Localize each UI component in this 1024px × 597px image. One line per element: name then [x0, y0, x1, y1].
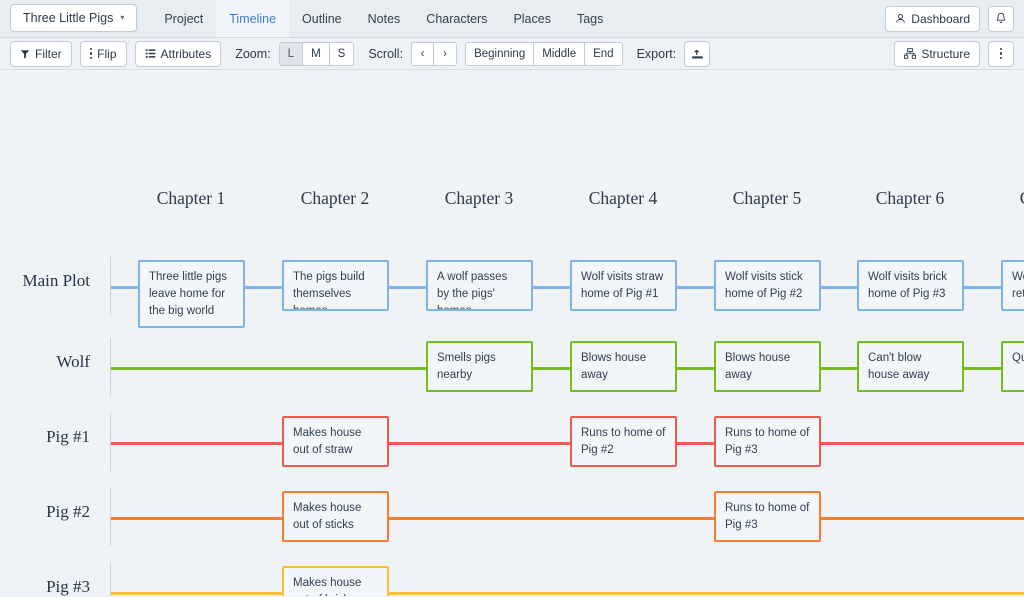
structure-icon: [904, 48, 917, 59]
top-navigation-bar: Three Little Pigs ▾ Project Timeline Outli…: [0, 0, 1024, 38]
export-icon: [691, 49, 703, 59]
export-label: Export:: [636, 46, 677, 61]
column-header-chapter-7[interactable]: Chapter 7: [974, 188, 1024, 209]
row-line-main-plot: [111, 286, 1024, 289]
scroll-position-end[interactable]: End: [585, 41, 623, 66]
scroll-label: Scroll:: [368, 46, 404, 61]
timeline-card[interactable]: Blows house away: [714, 341, 821, 392]
timeline-card[interactable]: Wolf visits straw home of Pig #1: [570, 260, 677, 311]
list-icon: [145, 49, 155, 58]
dashboard-button-label: Dashboard: [911, 11, 970, 26]
timeline-card[interactable]: Makes house out of straw: [282, 416, 389, 467]
row-line-pig-2: [111, 517, 1024, 520]
nav-item-characters[interactable]: Characters: [426, 11, 488, 26]
zoom-option-s[interactable]: S: [329, 41, 355, 66]
row-line-pig-3: [111, 592, 1024, 595]
timeline-card[interactable]: Makes house out of bricks: [282, 566, 389, 596]
user-icon: [896, 13, 906, 23]
row-line-wolf: [111, 367, 1024, 370]
chevron-down-icon: ▾: [120, 13, 125, 22]
nav-item-places[interactable]: Places: [513, 11, 551, 26]
top-nav-right-actions: Dashboard: [885, 0, 1024, 37]
timeline-card[interactable]: Quite angry: [1001, 341, 1024, 392]
bell-icon: [996, 12, 1006, 24]
timeline-card[interactable]: Runs to home of Pig #3: [714, 491, 821, 542]
row-divider-wolf: [110, 338, 111, 396]
timeline-card[interactable]: Three little pigs leave home for the big…: [138, 260, 245, 328]
scroll-position-middle[interactable]: Middle: [534, 41, 586, 66]
nav-item-outline[interactable]: Outline: [302, 11, 342, 26]
scroll-arrows: ‹ ›: [411, 41, 458, 66]
flip-button[interactable]: Flip: [79, 40, 127, 67]
zoom-option-l[interactable]: L: [278, 41, 304, 66]
column-header-chapter-6[interactable]: Chapter 6: [875, 188, 945, 208]
structure-button-label: Structure: [921, 46, 970, 61]
row-divider-pig-1: [110, 413, 111, 471]
nav-item-project[interactable]: Project: [164, 11, 204, 26]
timeline-card[interactable]: Runs to home of Pig #2: [570, 416, 677, 467]
timeline-card[interactable]: Blows house away: [570, 341, 677, 392]
zoom-label: Zoom:: [235, 46, 271, 61]
row-label-wolf[interactable]: Wolf: [56, 352, 90, 371]
row-label-main-plot[interactable]: Main Plot: [22, 271, 90, 290]
column-header-chapter-1[interactable]: Chapter 1: [156, 188, 226, 208]
filter-button[interactable]: Filter: [10, 40, 72, 67]
nav-item-notes[interactable]: Notes: [367, 11, 401, 26]
timeline-card[interactable]: Can't blow house away: [857, 341, 964, 392]
filter-icon: [20, 49, 30, 58]
column-header-chapter-2[interactable]: Chapter 2: [300, 188, 370, 208]
vertical-dots-icon: [999, 47, 1003, 60]
column-header-chapter-4[interactable]: Chapter 4: [588, 188, 658, 208]
row-label-pig-3[interactable]: Pig #3: [46, 577, 90, 596]
timeline-card[interactable]: A wolf passes by the pigs' homes: [426, 260, 533, 311]
timeline-canvas[interactable]: Chapter 1 Chapter 2 Chapter 3 Chapter 4 Chap…: [0, 70, 1024, 596]
main-nav-items: Project Timeline Outline Notes Characters Pla…: [151, 0, 616, 37]
project-selector[interactable]: Three Little Pigs ▾: [10, 4, 138, 32]
timeline-card[interactable]: Runs to home of Pig #3: [714, 416, 821, 467]
filter-button-label: Filter: [35, 46, 62, 61]
structure-button[interactable]: Structure: [894, 40, 980, 67]
timeline-card[interactable]: Smells pigs nearby: [426, 341, 533, 392]
nav-item-tags[interactable]: Tags: [576, 11, 604, 26]
row-divider-pig-3: [110, 563, 111, 596]
scroll-position-beginning[interactable]: Beginning: [465, 41, 535, 66]
row-label-pig-1[interactable]: Pig #1: [46, 427, 90, 446]
scroll-prev-button[interactable]: ‹: [411, 41, 435, 66]
scroll-next-button[interactable]: ›: [434, 41, 458, 66]
timeline-card[interactable]: Wolf decides to return: [1001, 260, 1024, 311]
more-options-button[interactable]: [988, 40, 1014, 67]
vertical-dots-icon: [89, 47, 93, 60]
column-header-chapter-5[interactable]: Chapter 5: [732, 188, 802, 208]
row-label-pig-2[interactable]: Pig #2: [46, 502, 90, 521]
nav-item-timeline[interactable]: Timeline: [216, 0, 290, 37]
timeline-card[interactable]: Makes house out of sticks: [282, 491, 389, 542]
project-name: Three Little Pigs: [23, 11, 114, 25]
toolbar-right-actions: Structure: [894, 40, 1014, 67]
row-divider-main-plot: [110, 257, 111, 315]
attributes-button[interactable]: Attributes: [134, 40, 222, 67]
row-line-pig-1: [111, 442, 1024, 445]
zoom-option-m[interactable]: M: [303, 41, 330, 66]
timeline-card[interactable]: Wolf visits stick home of Pig #2: [714, 260, 821, 311]
flip-button-label: Flip: [97, 46, 117, 61]
notifications-button[interactable]: [988, 5, 1014, 32]
dashboard-button[interactable]: Dashboard: [885, 5, 980, 32]
row-divider-pig-2: [110, 488, 111, 546]
column-header-chapter-3[interactable]: Chapter 3: [444, 188, 514, 208]
timeline-card[interactable]: Wolf visits brick home of Pig #3: [857, 260, 964, 311]
attributes-button-label: Attributes: [160, 46, 212, 61]
export-button[interactable]: [684, 40, 711, 67]
timeline-card[interactable]: The pigs build themselves homes: [282, 260, 389, 311]
